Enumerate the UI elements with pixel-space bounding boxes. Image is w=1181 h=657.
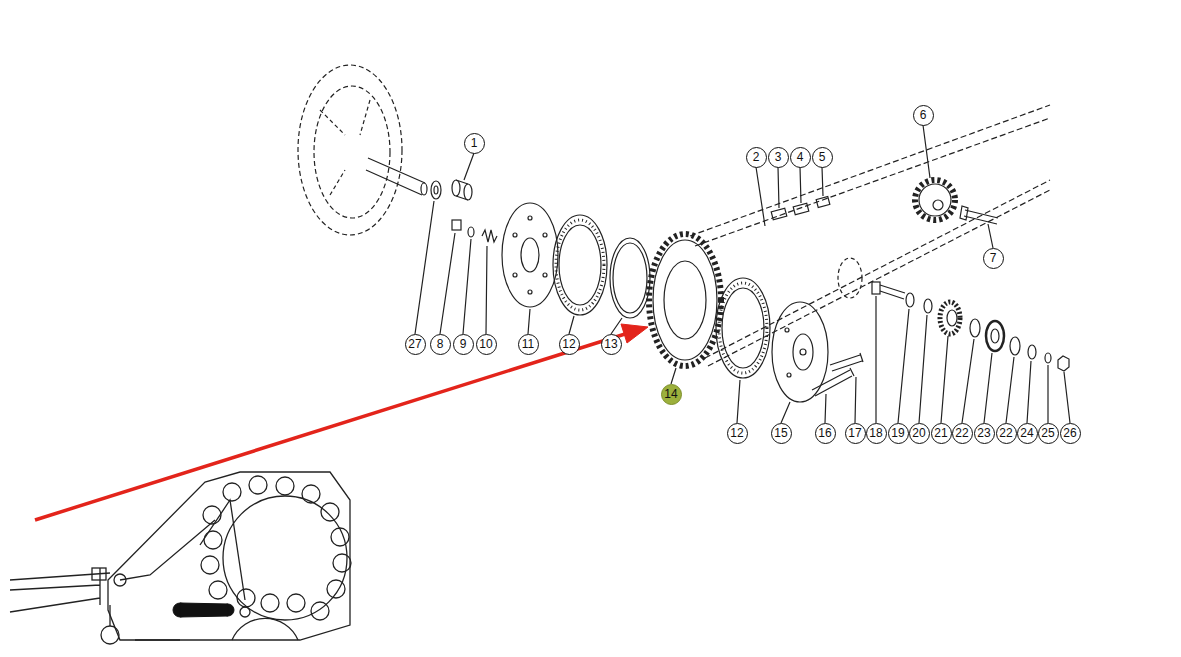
- callout-number: 23: [977, 427, 990, 439]
- callout-circle: 18: [866, 423, 887, 444]
- callout-number: 13: [604, 338, 617, 350]
- callout-circle: 22: [952, 423, 973, 444]
- callout-circle: 17: [845, 423, 866, 444]
- callout-number: 12: [562, 338, 575, 350]
- callout-circle: 11: [518, 334, 539, 355]
- callout-circle: 10: [476, 334, 497, 355]
- callout-circle: 26: [1060, 423, 1081, 444]
- callout-number: 26: [1063, 427, 1076, 439]
- callout-circle: 25: [1038, 423, 1059, 444]
- callout-circle: 3: [768, 147, 789, 168]
- callout-circle: 20: [909, 423, 930, 444]
- callout-number: 25: [1041, 427, 1054, 439]
- callout-circle: 12: [559, 334, 580, 355]
- callout-circle: 7: [983, 248, 1004, 269]
- callout-number: 16: [818, 427, 831, 439]
- callout-number: 27: [408, 338, 421, 350]
- callout-circle: 19: [888, 423, 909, 444]
- callout-number: 2: [753, 151, 760, 163]
- callout-number: 12: [730, 427, 743, 439]
- callout-circle: 16: [815, 423, 836, 444]
- callout-circle: 6: [913, 105, 934, 126]
- callout-circle: 4: [790, 147, 811, 168]
- callout-circle: 8: [430, 334, 451, 355]
- callout-number: 21: [934, 427, 947, 439]
- callout-circle: 1: [464, 133, 485, 154]
- callout-circle: 5: [812, 147, 833, 168]
- callout-circle: 27: [405, 334, 426, 355]
- callout-number: 24: [1020, 427, 1033, 439]
- callout-number: 10: [479, 338, 492, 350]
- callout-circle: 15: [771, 423, 792, 444]
- callout-number: 20: [912, 427, 925, 439]
- callout-number: 17: [848, 427, 861, 439]
- callout-number: 8: [437, 338, 444, 350]
- callout-number: 14: [664, 388, 677, 400]
- callout-circle: 22: [996, 423, 1017, 444]
- callout-number: 1: [471, 137, 478, 149]
- callout-circle: 14: [661, 384, 682, 405]
- callout-number: 22: [955, 427, 968, 439]
- callout-number: 5: [819, 151, 826, 163]
- callout-circle: 12: [727, 423, 748, 444]
- callout-number: 22: [999, 427, 1012, 439]
- callout-number: 6: [920, 109, 927, 121]
- callout-circle: 23: [974, 423, 995, 444]
- callout-circle: 13: [601, 334, 622, 355]
- callout-number: 9: [460, 338, 467, 350]
- callout-circle: 2: [746, 147, 767, 168]
- callout-number: 7: [990, 252, 997, 264]
- callout-circle: 24: [1017, 423, 1038, 444]
- callout-number: 15: [774, 427, 787, 439]
- callout-circle: 9: [453, 334, 474, 355]
- callout-circle: 21: [931, 423, 952, 444]
- callout-number: 3: [775, 151, 782, 163]
- callout-number: 18: [869, 427, 882, 439]
- callout-number: 19: [891, 427, 904, 439]
- callout-number: 4: [797, 151, 804, 163]
- callout-number: 11: [522, 338, 534, 350]
